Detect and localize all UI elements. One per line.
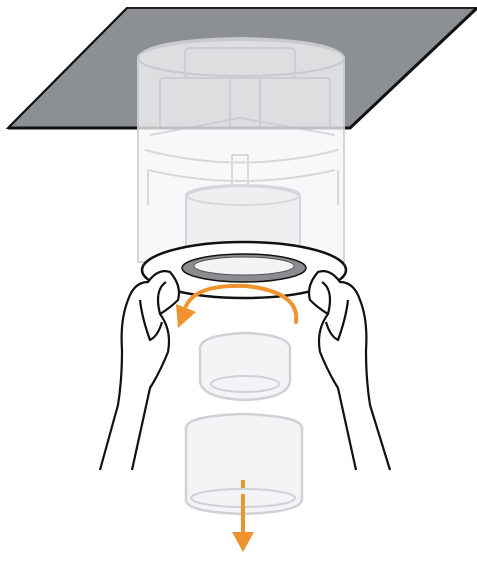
lens-cover-ghost — [200, 333, 290, 400]
camera-housing-ghost — [138, 38, 344, 262]
right-hand — [309, 271, 390, 470]
left-hand — [100, 271, 179, 470]
